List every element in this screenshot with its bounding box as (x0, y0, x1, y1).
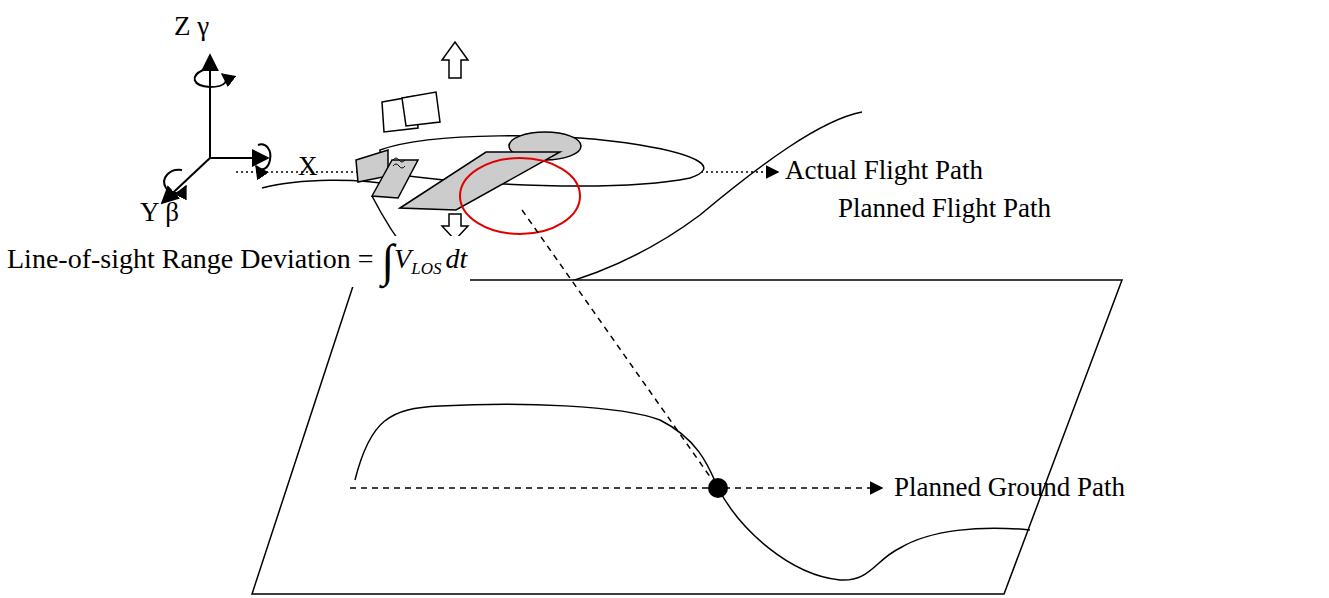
z-rotation-arrow (195, 70, 226, 87)
axis-label: Z γ (174, 12, 209, 42)
planned-ground-path (350, 487, 882, 489)
line-of-sight (522, 210, 718, 488)
x-rotation-arrow (256, 144, 270, 169)
sensor-symbol (393, 158, 405, 168)
equation-text: Line-of-sight Range Deviation = (7, 243, 373, 274)
target-point (708, 478, 728, 498)
path-label: Planned Flight Path (838, 194, 1051, 224)
axis-label: X (298, 152, 318, 182)
sensor-footprint-ring (460, 158, 580, 234)
y-rotation-arrow (164, 170, 186, 193)
axis-label: Y β (140, 198, 179, 228)
integral-sign: ∫ (381, 235, 394, 286)
up-arrow (442, 42, 468, 78)
tail-plane (372, 160, 418, 198)
z-axis (209, 55, 211, 158)
equation-subscript: LOS (411, 259, 441, 278)
ground-plane (252, 280, 1122, 594)
x-axis (210, 157, 268, 159)
axis-triad (162, 55, 270, 203)
equation-symbol: V (394, 243, 411, 274)
wing (400, 152, 560, 210)
path-label: Planned Ground Path (894, 473, 1125, 503)
aircraft (356, 92, 704, 210)
equation-symbol: dt (445, 243, 467, 274)
path-label: Actual Flight Path (785, 156, 983, 186)
y-axis (162, 158, 210, 203)
equation-line: Line-of-sight Range Deviation = ∫VLOSdt (4, 236, 470, 287)
antenna-panel (402, 92, 440, 126)
